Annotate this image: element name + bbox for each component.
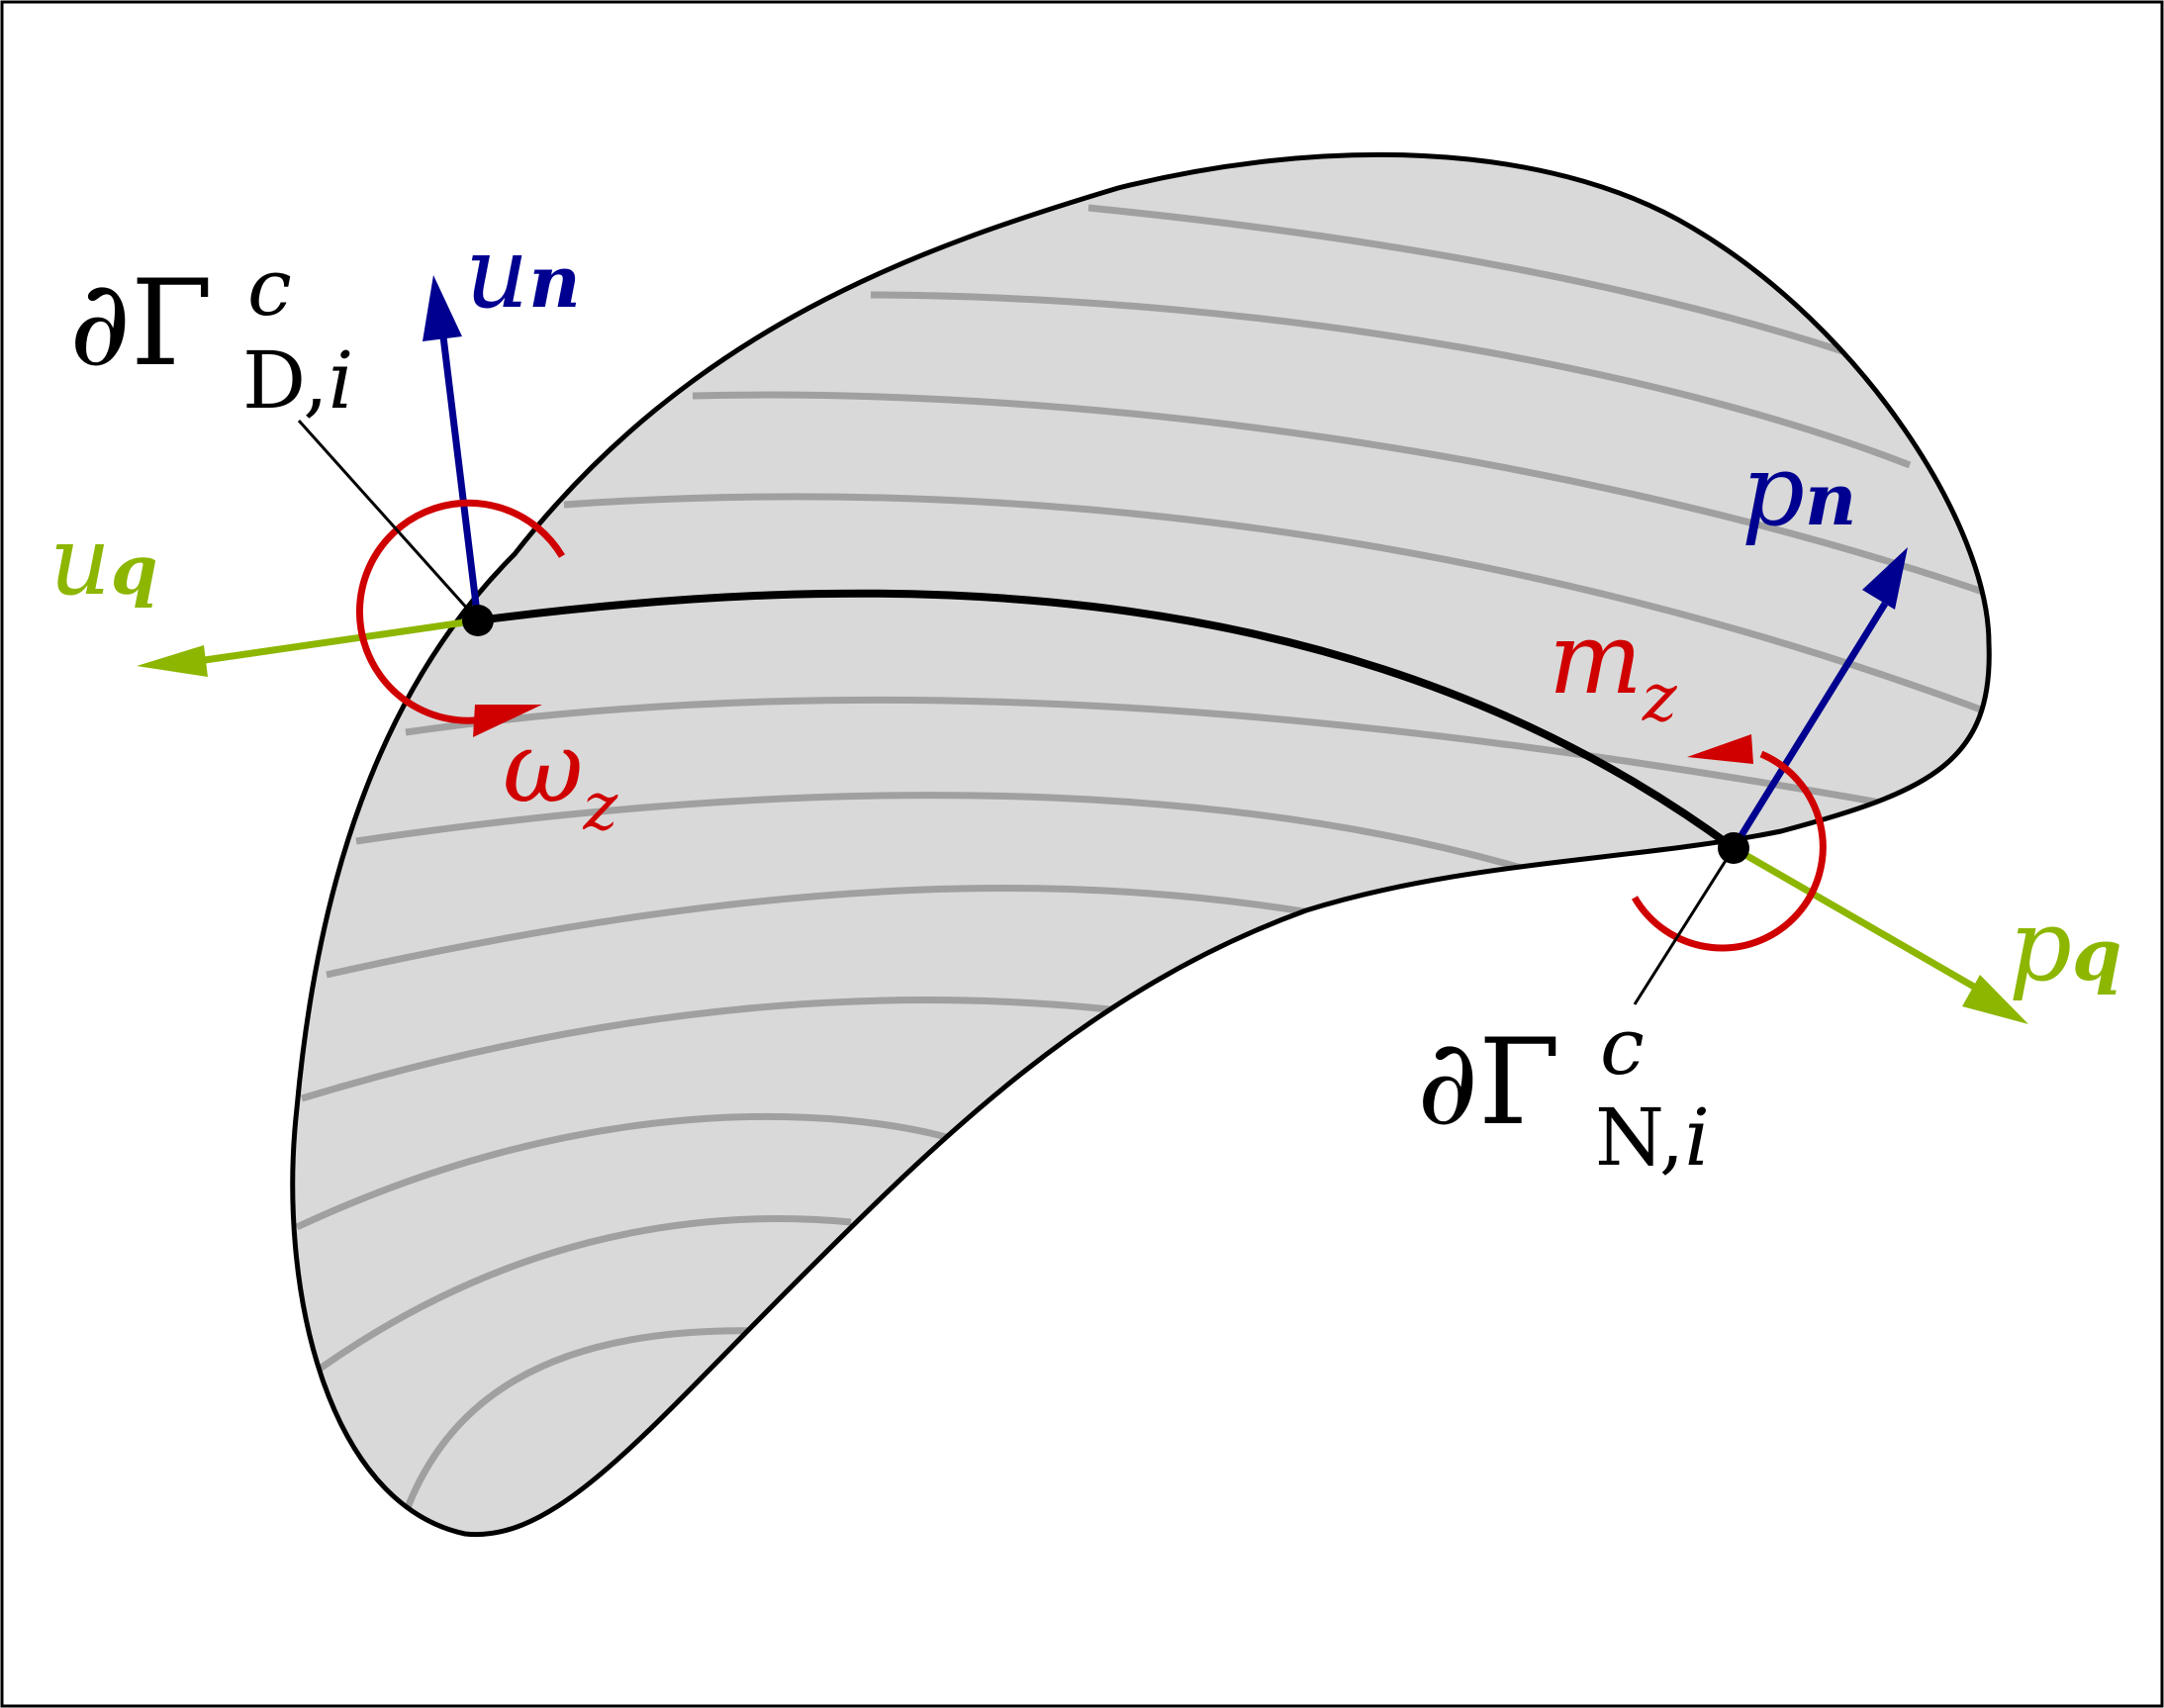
fiber-line [294, 1215, 852, 1388]
p-n-label: pn [1741, 432, 1856, 548]
fiber-line [392, 1327, 763, 1535]
m-z-label: mz [1549, 601, 1678, 736]
m-z-arrow-head [1687, 734, 1753, 764]
fiber-line [300, 996, 1188, 1102]
u-n-arrow-head [423, 275, 462, 341]
dirichlet-boundary-label: ∂Γ [69, 255, 213, 393]
neumann-sup: c [1600, 1000, 1645, 1092]
fiber-line [326, 885, 1357, 979]
p-q-arrow-head [1962, 975, 2028, 1024]
fiber-line [405, 696, 1930, 815]
dirichlet-symbol: ∂Γ [69, 255, 213, 393]
dirichlet-sub: D,i [242, 334, 353, 427]
p-n-arrow-shaft [1731, 602, 1888, 850]
fiber-line [563, 493, 1990, 716]
u-q-label: uq [49, 506, 157, 617]
fiber-line [295, 1112, 951, 1231]
u-n-label: un [465, 215, 581, 331]
u-n-arrow-shaft [439, 335, 482, 621]
neumann-sub: N,i [1595, 1091, 1710, 1184]
fiber-line [870, 291, 1912, 469]
dirichlet-sup: c [247, 241, 292, 333]
body-region [290, 151, 1992, 1538]
omega-z-arrow-head [473, 705, 542, 737]
p-q-arrow-shaft [1732, 844, 1981, 994]
p-n-arrow-head [1862, 547, 1908, 610]
u-q-arrow-head [137, 645, 208, 677]
u-q-arrow-shaft [197, 617, 479, 665]
omega-z-label: ωz [503, 710, 619, 845]
fiber-line [692, 391, 1990, 598]
neumann-symbol: ∂Γ [1417, 1014, 1560, 1152]
omega-z-rotation-arc [355, 499, 566, 724]
fiber-line [355, 792, 1565, 885]
neumann-vectors [1631, 547, 2028, 1024]
dirichlet-vectors [137, 275, 566, 737]
p-q-label: pq [2009, 888, 2121, 1003]
coupling-curve [477, 589, 1737, 852]
dirichlet-leader-line [297, 419, 480, 622]
fiber-lines [294, 204, 1990, 1535]
neumann-leader-line [1633, 847, 1736, 1005]
neumann-boundary-label: ∂Γ [1417, 1014, 1560, 1152]
body-outline [290, 151, 1992, 1538]
